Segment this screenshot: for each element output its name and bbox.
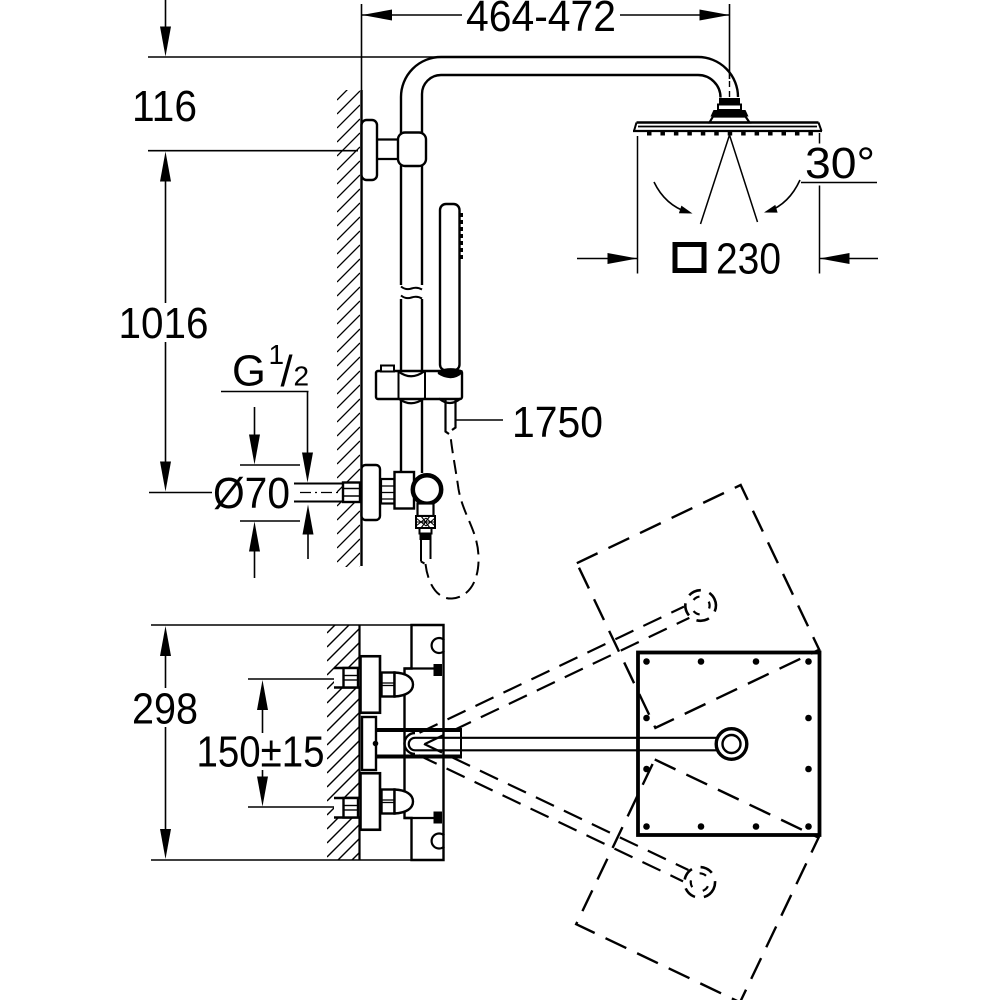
svg-text:1: 1	[269, 339, 285, 370]
svg-text:298: 298	[132, 686, 198, 734]
svg-text:230: 230	[716, 236, 781, 284]
svg-text:1016: 1016	[119, 300, 209, 348]
svg-text:116: 116	[132, 83, 197, 131]
svg-text:150±15: 150±15	[197, 729, 325, 777]
svg-text:/: /	[281, 348, 294, 396]
svg-text:Ø70: Ø70	[213, 470, 290, 518]
svg-text:464-472: 464-472	[466, 0, 616, 41]
svg-text:30°: 30°	[805, 140, 875, 188]
svg-text:1750: 1750	[512, 399, 603, 447]
svg-text:2: 2	[294, 361, 310, 392]
svg-text:G: G	[232, 348, 266, 396]
